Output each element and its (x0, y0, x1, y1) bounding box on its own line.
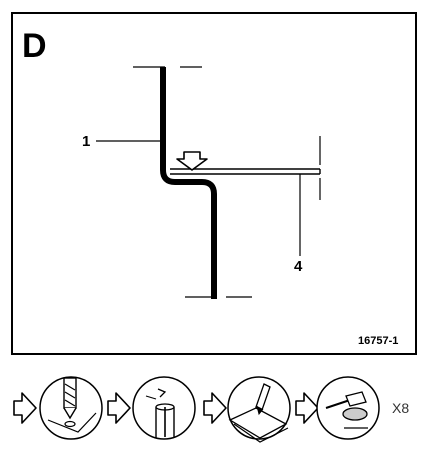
hollow-down-arrow-icon (176, 151, 208, 171)
brush-prep-icon (227, 376, 291, 443)
hollow-right-arrow-icon (203, 392, 227, 424)
drill-icon (39, 376, 103, 440)
spot-weld-cutter-icon (132, 376, 196, 440)
panel-label: D (22, 27, 47, 65)
panel-frame (11, 12, 417, 355)
sanding-disc-icon (316, 376, 380, 440)
repeat-count-label: X8 (392, 400, 409, 416)
panel-1-profile (160, 67, 217, 299)
panel-4-profile (170, 168, 321, 175)
callout-4-label: 4 (294, 258, 303, 275)
reference-code: 16757-1 (358, 335, 398, 347)
callout-1-label: 1 (82, 133, 90, 150)
hollow-right-arrow-icon (295, 392, 319, 424)
hollow-right-arrow-icon (107, 392, 131, 424)
hollow-right-arrow-icon (13, 392, 37, 424)
